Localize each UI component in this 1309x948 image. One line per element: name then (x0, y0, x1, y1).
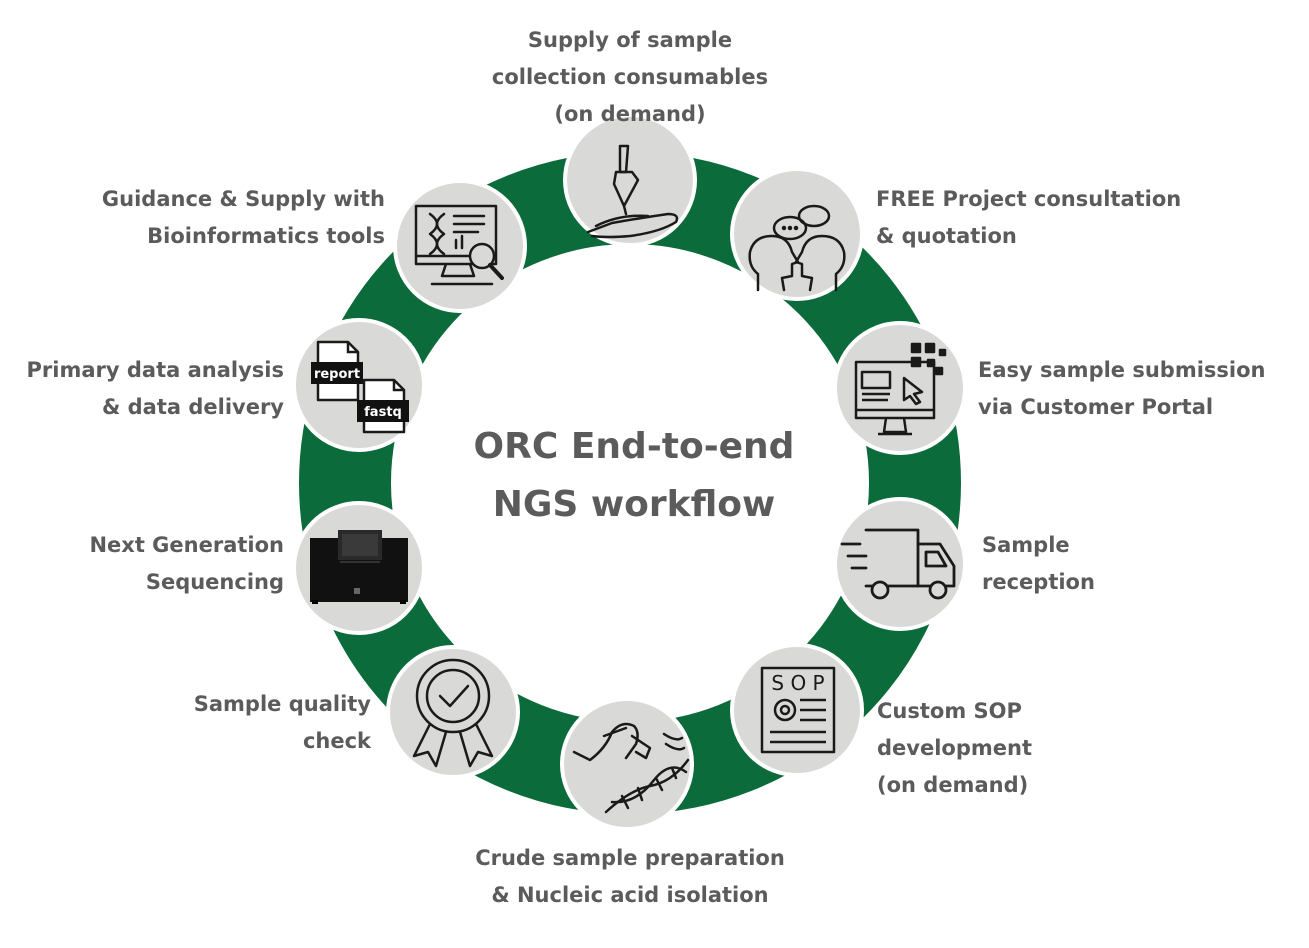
step-label-line: Custom SOP (877, 699, 1022, 723)
title-line-1: ORC End-to-end (473, 426, 795, 467)
step-label-supply: Supply of sample collection consumables … (465, 22, 795, 133)
step-node-sop: S O P (730, 643, 864, 777)
step-label-line: Sample quality (193, 692, 371, 716)
fastq-file-label: fastq (364, 405, 402, 420)
step-label-line: Guidance & Supply with (101, 187, 385, 211)
step-label-line: check (302, 729, 371, 753)
sop-letters: S O P (771, 671, 824, 695)
customer-portal-monitor-icon (854, 342, 947, 436)
step-label-line: Next Generation (89, 533, 284, 557)
step-label-line: & data delivery (102, 395, 284, 419)
step-label-data-delivery: Primary data analysis & data delivery (27, 352, 284, 426)
sop-document-icon (760, 666, 836, 754)
step-label-line: Crude sample preparation (475, 846, 785, 870)
step-node-quality (386, 645, 520, 779)
step-label-consultation: FREE Project consultation & quotation (876, 181, 1181, 255)
report-file-label: report (314, 367, 360, 382)
step-node-bioinformatics (393, 179, 527, 313)
report-fastq-files-icon: report fastq (311, 340, 409, 434)
step-label-sequencing: Next Generation Sequencing (89, 527, 284, 601)
step-node-portal (833, 321, 967, 455)
step-label-reception: Sample reception (982, 527, 1095, 601)
step-node-sequencing (292, 501, 426, 635)
step-label-line: & quotation (876, 224, 1017, 248)
step-label-line: FREE Project consultation (876, 187, 1182, 211)
step-label-line: Sequencing (145, 570, 284, 594)
step-label-line: development (877, 736, 1032, 760)
step-label-line: & Nucleic acid isolation (491, 883, 769, 907)
step-label-line: Sample (982, 533, 1070, 557)
step-label-line: Primary data analysis (26, 358, 284, 382)
step-node-isolation (560, 697, 694, 831)
delivery-truck-icon (840, 528, 956, 600)
step-node-reception (833, 497, 967, 631)
step-label-line: via Customer Portal (978, 395, 1214, 419)
step-label-line: Easy sample submission (978, 358, 1266, 382)
consultation-heads-icon (748, 204, 846, 292)
sequencer-icon (310, 530, 408, 604)
step-label-isolation: Crude sample preparation & Nucleic acid … (440, 840, 820, 914)
step-label-line: (on demand) (554, 102, 706, 126)
step-label-line: reception (982, 570, 1095, 594)
step-node-supply (563, 113, 697, 247)
step-label-line: Bioinformatics tools (147, 224, 385, 248)
step-label-line: (on demand) (877, 773, 1029, 797)
step-node-data-delivery: report fastq (292, 318, 426, 452)
step-label-bioinformatics: Guidance & Supply with Bioinformatics to… (102, 181, 385, 255)
step-label-line: Supply of sample (527, 28, 733, 52)
step-label-sop: Custom SOP development (on demand) (877, 693, 1032, 804)
step-node-consultation (730, 167, 864, 301)
dna-hand-icon (572, 722, 690, 814)
step-label-line: collection consumables (491, 65, 769, 89)
pipette-hand-icon (586, 144, 679, 239)
bioinformatics-monitor-icon (414, 204, 504, 286)
step-label-quality: Sample quality check (194, 686, 371, 760)
title-line-2: NGS workflow (492, 484, 776, 525)
step-label-portal: Easy sample submission via Customer Port… (978, 352, 1266, 426)
diagram-title: ORC End-to-end NGS workflow (434, 418, 834, 534)
quality-badge-icon (412, 658, 494, 768)
